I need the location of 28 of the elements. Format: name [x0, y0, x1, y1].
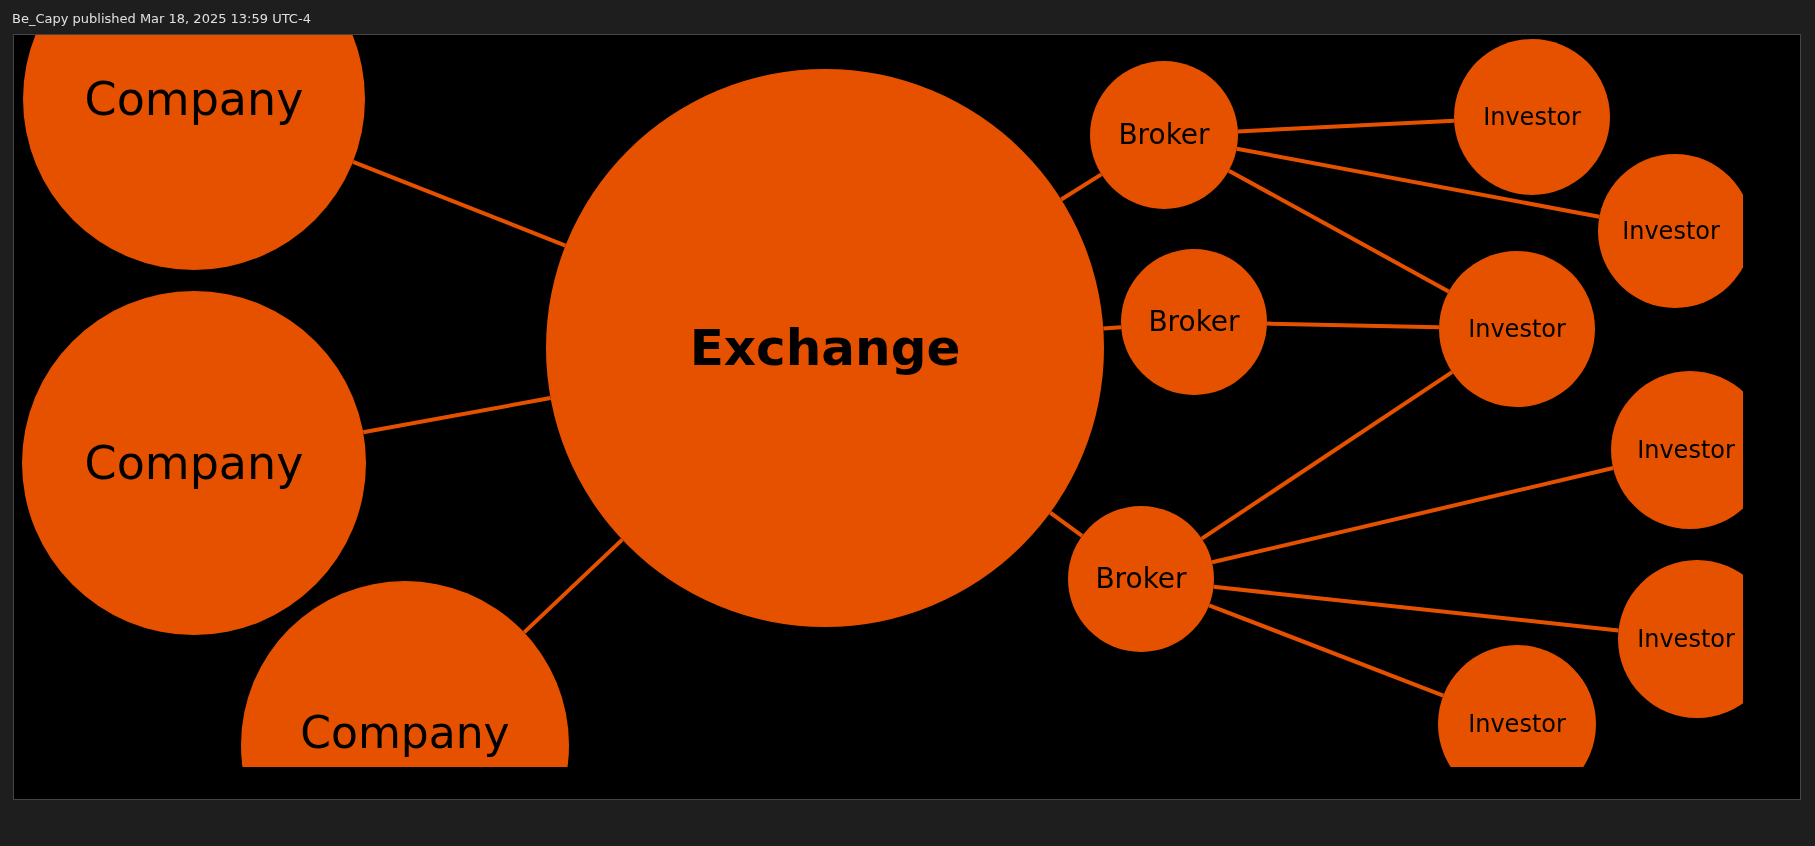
connector-line [1200, 370, 1454, 541]
connector-line [1266, 321, 1440, 330]
node-label: Company [300, 708, 510, 758]
publish-note: Be_Capy published Mar 18, 2025 13:59 UTC-4 [12, 11, 311, 26]
connector-line [1208, 603, 1444, 698]
node-label: Broker [1148, 306, 1240, 338]
node-label: Company [84, 437, 304, 489]
node-label: Exchange [689, 320, 961, 376]
node-label: Investor [1622, 217, 1720, 245]
connector-line [1103, 325, 1122, 331]
node-label: Investor [1468, 315, 1566, 343]
node-label: Investor [1637, 625, 1735, 653]
connector-line [1049, 511, 1084, 538]
node-label: Investor [1468, 710, 1566, 738]
connector-line [1237, 118, 1455, 134]
node-label: Company [84, 73, 304, 125]
connector-line [1236, 146, 1600, 219]
connector-line [522, 538, 624, 634]
node-label: Investor [1483, 103, 1581, 131]
connector-line [352, 159, 567, 248]
connector-line [1060, 172, 1103, 202]
connector-line [1211, 466, 1614, 565]
node-label: Investor [1637, 436, 1735, 464]
node-label: Broker [1118, 119, 1210, 151]
node-label: Broker [1095, 563, 1187, 595]
connector-line [1213, 584, 1619, 633]
connector-line [362, 396, 551, 435]
connector-line [1227, 168, 1450, 294]
